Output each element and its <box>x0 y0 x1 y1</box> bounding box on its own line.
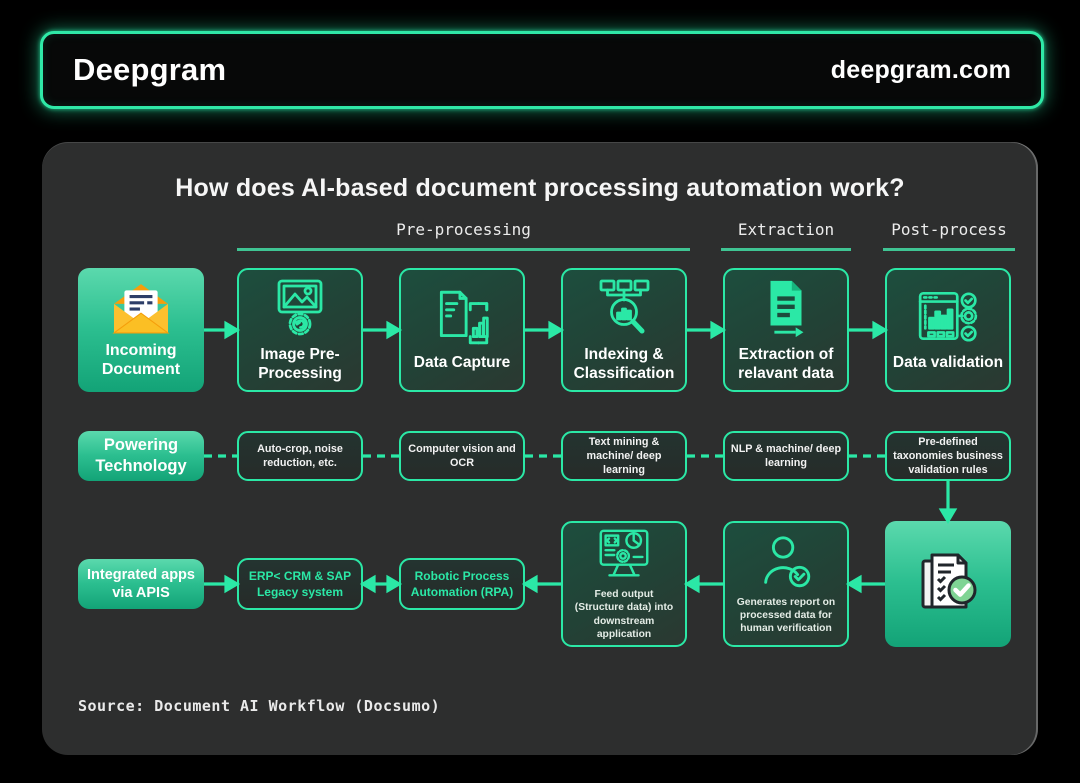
tech-label: Pre-defined taxonomies business validati… <box>893 435 1003 477</box>
magnifier-chart-icon <box>591 277 657 339</box>
section-extraction: Extraction <box>721 220 851 251</box>
header-bar: Deepgram deepgram.com <box>40 31 1044 109</box>
step-caption: Generates report on processed data for h… <box>736 596 836 635</box>
app-label: Integrated apps via APIS <box>87 566 195 601</box>
diagram-panel: How does AI-based document processing au… <box>42 142 1038 755</box>
source-caption: Source: Document AI Workflow (Docsumo) <box>78 697 441 715</box>
step-data-validation: Data validation <box>885 268 1011 392</box>
app-label: Robotic Process Automation (RPA) <box>410 568 514 599</box>
deepgram-logo: Deepgram <box>73 52 227 87</box>
site-url: deepgram.com <box>830 55 1011 84</box>
tech-label: Text mining & machine/ deep learning <box>586 435 662 477</box>
tech-label: Auto-crop, noise reduction, etc. <box>257 442 343 469</box>
step-feed-output-downstream: Feed output (Structure data) into downst… <box>561 521 687 647</box>
step-caption: Feed output (Structure data) into downst… <box>574 589 674 640</box>
section-post-process: Post-process <box>883 220 1015 251</box>
step-label: Data Capture <box>413 354 511 372</box>
step-verified-documents <box>885 521 1011 647</box>
image-gear-icon <box>267 277 333 339</box>
person-check-icon <box>755 533 817 591</box>
tech-label: Powering Technology <box>95 436 187 475</box>
step-label: Image Pre-Processing <box>258 346 342 382</box>
step-label: Incoming Document <box>101 341 181 378</box>
app-label: ERP< CRM & SAP Legacy system <box>248 568 352 599</box>
tech-computer-vision-ocr: Computer vision and OCR <box>399 431 525 481</box>
page-title: How does AI-based document processing au… <box>175 174 905 202</box>
monitor-output-icon <box>593 527 655 583</box>
section-pre-processing: Pre-processing <box>237 220 690 251</box>
step-indexing-classification: Indexing & Classification <box>561 268 687 392</box>
app-erp-crm-sap: ERP< CRM & SAP Legacy system <box>237 558 363 610</box>
tech-label: NLP & machine/ deep learning <box>730 442 842 469</box>
step-label: Data validation <box>892 354 1004 372</box>
step-incoming-document: Incoming Document <box>78 268 204 392</box>
checklist-documents-icon <box>909 545 987 623</box>
step-label: Indexing & Classification <box>573 346 675 382</box>
step-generates-report: Generates report on processed data for h… <box>723 521 849 647</box>
tech-predefined-taxonomies: Pre-defined taxonomies business validati… <box>885 431 1011 481</box>
app-integrated-apps: Integrated apps via APIS <box>78 559 204 609</box>
step-label: Extraction of relavant data <box>738 346 834 382</box>
tech-text-mining: Text mining & machine/ deep learning <box>561 431 687 481</box>
tech-nlp-machine-learning: NLP & machine/ deep learning <box>723 431 849 481</box>
app-rpa: Robotic Process Automation (RPA) <box>399 558 525 610</box>
document-scan-icon <box>429 287 495 347</box>
step-extraction-relevant-data: Extraction of relavant data <box>723 268 849 392</box>
step-image-pre-processing: Image Pre-Processing <box>237 268 363 392</box>
tech-auto-crop: Auto-crop, noise reduction, etc. <box>237 431 363 481</box>
document-extract-icon <box>755 277 817 339</box>
step-data-capture: Data Capture <box>399 268 525 392</box>
tech-label: Computer vision and OCR <box>408 442 516 469</box>
envelope-document-icon <box>108 281 174 335</box>
tech-powering-technology: Powering Technology <box>78 431 204 481</box>
validation-dashboard-icon <box>915 287 981 347</box>
